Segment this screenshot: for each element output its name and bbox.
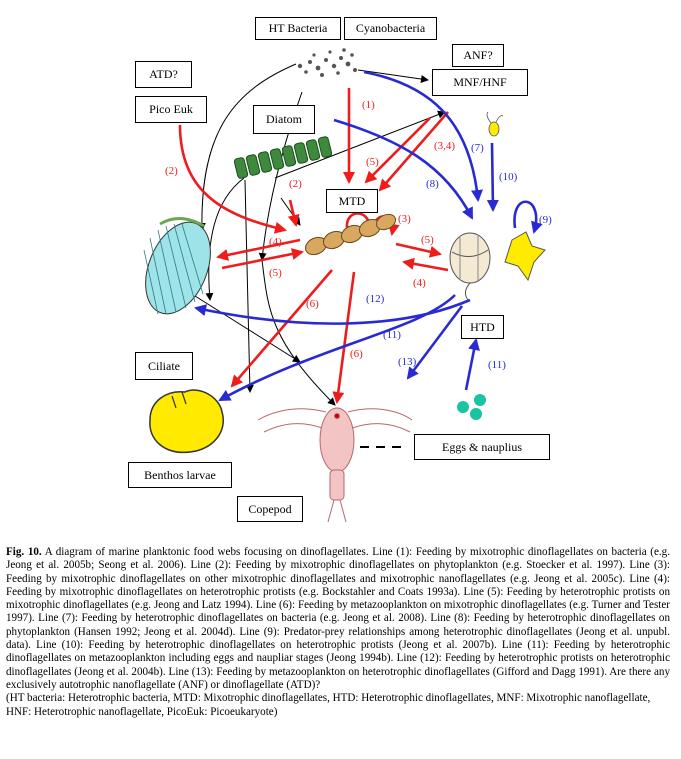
label-line-1: (1) (362, 99, 375, 111)
blue-line-10 (486, 142, 499, 212)
htd-dinoflagellate-icon (449, 232, 491, 301)
red-line-2b (287, 199, 300, 227)
label-line-7: (7) (471, 142, 484, 154)
blue-line-11b (464, 338, 480, 391)
label-line-8: (8) (426, 178, 439, 190)
label-line-6b: (6) (350, 348, 363, 360)
label-line-2b: (2) (289, 178, 302, 190)
box-eggs-nauplius: Eggs & nauplius (414, 434, 550, 460)
box-benthos-larvae: Benthos larvae (128, 462, 232, 488)
box-htd: HTD (461, 315, 504, 339)
label-line-10: (10) (499, 171, 518, 183)
caption-text: A diagram of marine planktonic food webs… (6, 546, 670, 691)
red-line-6a (230, 269, 333, 388)
label-line-4b: (4) (413, 277, 426, 289)
red-line-4a (216, 238, 301, 261)
red-flow-arrows (178, 88, 449, 404)
blue-line-8 (333, 118, 474, 220)
nanoflagellate-icon (486, 111, 504, 137)
blue-line-11a (218, 294, 456, 402)
diatom-chain-icon (233, 136, 333, 179)
label-line-3: (3) (398, 213, 411, 225)
blue-line-9 (513, 200, 543, 234)
label-line-4a: (4) (269, 236, 282, 248)
blue-line-7 (363, 70, 483, 202)
label-line-5b: (5) (421, 234, 434, 246)
abbreviation-legend: (HT bacteria: Heterotrophic bacteria, MT… (6, 692, 651, 718)
copepod-icon (257, 407, 413, 523)
label-line-13: (13) (398, 356, 417, 368)
red-line-6b (332, 271, 356, 404)
food-web-diagram: (1) (2) (2) (3) (3,4) (4) (4) (5) (5) (5… (128, 17, 552, 523)
benthos-larvae-icon (149, 389, 224, 454)
benthos-cilia-icon (171, 391, 187, 409)
box-ciliate: Ciliate (135, 352, 193, 380)
box-pico-euk: Pico Euk (135, 96, 207, 123)
blue-flow-arrows (194, 70, 543, 402)
red-line-5c (364, 117, 431, 184)
label-line-2a: (2) (165, 165, 178, 177)
arrow-ciliate-to-copepod (194, 295, 301, 363)
box-cyanobacteria: Cyanobacteria (344, 17, 437, 40)
label-line-34: (3,4) (434, 140, 455, 152)
box-mtd: MTD (326, 189, 378, 213)
bacteria-dots-icon (297, 48, 357, 77)
black-flow-arrows (194, 63, 446, 406)
eggs-icon (457, 394, 486, 420)
box-ht-bacteria: HT Bacteria (255, 17, 341, 40)
box-copepod: Copepod (237, 496, 303, 522)
box-atd: ATD? (135, 61, 192, 88)
ciliate-icon (143, 217, 211, 315)
arrow-diatom-to-benthos (244, 179, 254, 393)
arrow-diatom-to-ciliate (205, 177, 245, 301)
label-line-12: (12) (366, 293, 385, 305)
label-line-9: (9) (539, 214, 552, 226)
food-web-svg: (1) (2) (2) (3) (3,4) (4) (4) (5) (5) (5… (143, 48, 552, 523)
arrow-bacteria-to-ciliate (197, 63, 297, 231)
label-line-5c: (5) (366, 156, 379, 168)
arrow-bacteria-to-mnf (357, 69, 429, 83)
box-mnf-hnf: MNF/HNF (432, 69, 528, 96)
arrow-diatom-to-mnf (274, 110, 446, 179)
yellow-dinoflagellate-icon (504, 231, 546, 282)
red-line-2a (178, 124, 287, 234)
box-anf: ANF? (452, 44, 504, 67)
mtd-chain-icon (304, 213, 397, 256)
label-line-6a: (6) (306, 298, 319, 310)
arrow-to-copepod (261, 259, 336, 406)
red-line-5b (395, 242, 442, 258)
figure-caption: Fig. 10. A diagram of marine planktonic … (6, 546, 670, 719)
line-labels: (1) (2) (2) (3) (3,4) (4) (4) (5) (5) (5… (165, 99, 552, 371)
box-diatom: Diatom (253, 105, 315, 134)
blue-line-12 (194, 298, 471, 325)
figure-number: Fig. 10. (6, 546, 42, 558)
blue-line-13 (406, 305, 464, 380)
red-line-34 (378, 111, 449, 192)
red-line-4b (402, 257, 449, 272)
red-line-5a (221, 248, 304, 270)
label-line-5a: (5) (269, 267, 282, 279)
label-line-11a: (11) (383, 329, 401, 341)
label-line-11b: (11) (488, 359, 506, 371)
